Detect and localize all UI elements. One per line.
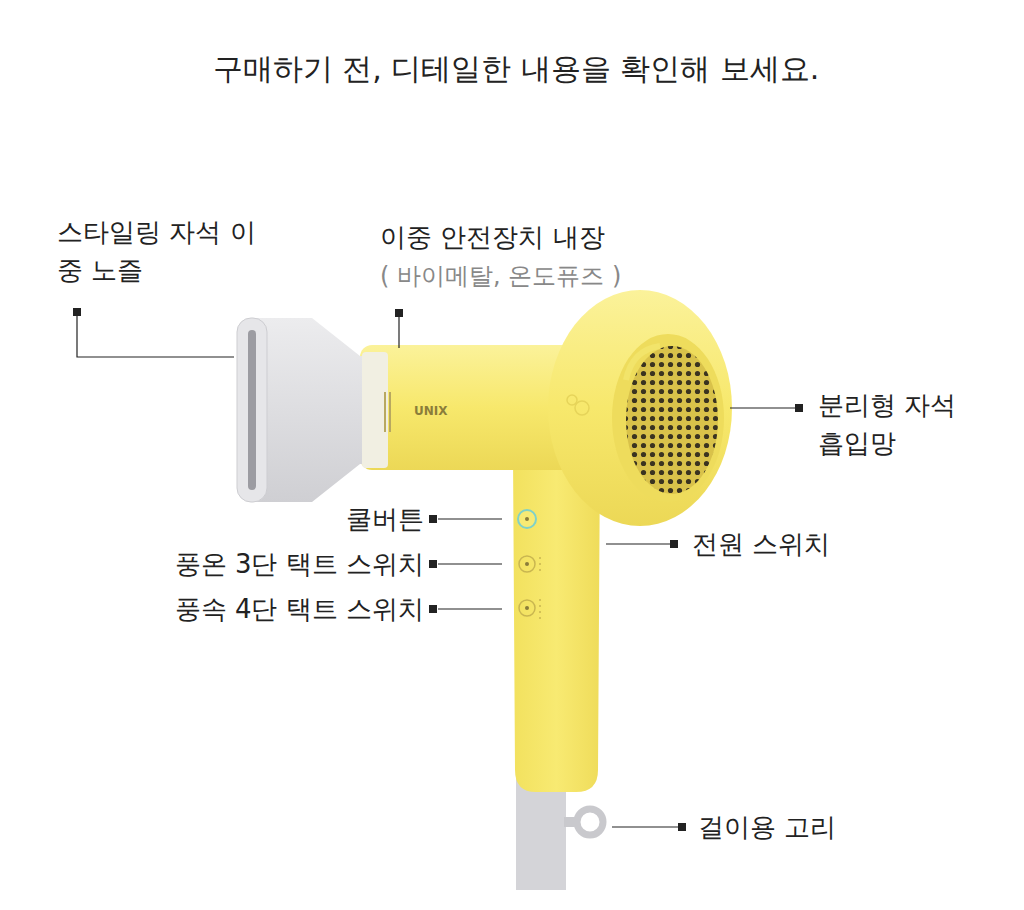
button-icon xyxy=(525,562,529,566)
page-title: 구매하기 전, 디테일한 내용을 확인해 보세요. xyxy=(4,48,1024,90)
intake-shade xyxy=(626,346,660,380)
nozzle-face xyxy=(237,318,267,502)
dryer-head xyxy=(548,290,732,526)
nozzle-collar xyxy=(362,352,388,468)
collar-print xyxy=(384,392,386,432)
button-icon xyxy=(525,606,529,610)
magnetic-intake-mesh xyxy=(626,346,718,494)
callout-label: 걸이용 고리 xyxy=(698,809,836,845)
nozzle-slot xyxy=(248,330,256,490)
callout-label: 이중 안전장치 내장 xyxy=(380,218,605,256)
temp-button xyxy=(519,556,535,572)
callout-label: 쿨버튼 xyxy=(346,501,424,537)
button-icon xyxy=(525,517,529,521)
logo-mark xyxy=(575,401,589,415)
speed-button xyxy=(519,600,535,616)
brand-logo: UNIX xyxy=(414,403,448,419)
leader-markers xyxy=(73,308,803,831)
cool-button xyxy=(518,510,536,528)
hanging-ring xyxy=(577,809,603,835)
callout-label: 스타일링 자석 이중 노즐 xyxy=(57,213,257,289)
callout-label: 풍온 3단 택트 스위치 xyxy=(175,546,424,582)
callout-label: 풍속 4단 택트 스위치 xyxy=(175,591,424,627)
logo-mark xyxy=(567,395,577,405)
collar-print xyxy=(389,392,391,432)
handle xyxy=(513,455,600,792)
callout-label: 전원 스위치 xyxy=(692,526,830,562)
leader-lines xyxy=(77,316,795,827)
callout-note: ( 바이메탈, 온도퓨즈 ) xyxy=(380,258,621,294)
ring-joint xyxy=(564,817,578,827)
level-dots xyxy=(539,557,541,619)
intake-rim xyxy=(612,334,724,502)
callout-label: 분리형 자석 흡입망 xyxy=(818,386,988,462)
